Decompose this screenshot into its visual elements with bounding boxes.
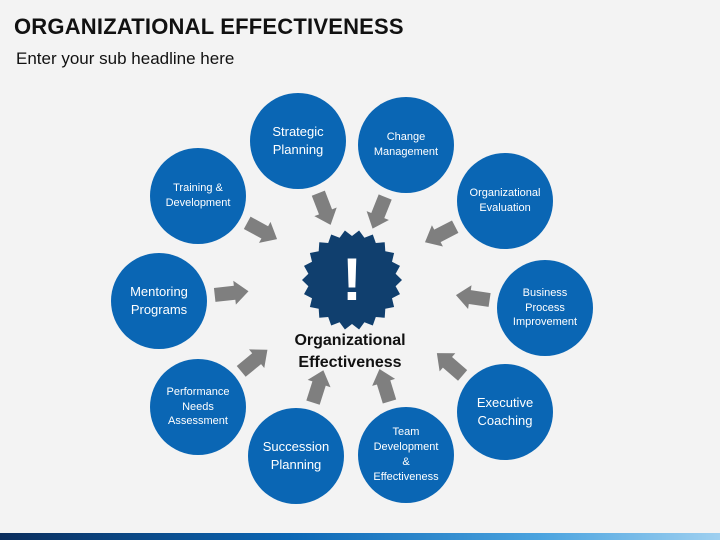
node-mentoring-programs-line-1: Programs <box>130 302 188 317</box>
node-performance-needs-assessment-line-2: Assessment <box>168 415 228 428</box>
node-succession-planning-line-1: Planning <box>270 457 322 472</box>
center-starburst <box>302 230 402 330</box>
arrow-training-development <box>243 216 278 243</box>
arrow-mentoring-programs <box>213 280 249 305</box>
page-subtitle: Enter your sub headline here <box>16 49 235 68</box>
node-organizational-evaluation-line-0: Organizational <box>469 187 541 200</box>
node-business-process-improvement-line-0: Business <box>522 286 568 299</box>
arrow-team-development <box>372 369 397 404</box>
node-training-development-line-0: Training & <box>173 182 223 195</box>
node-training-development-line-1: Development <box>165 197 231 209</box>
node-executive-coaching-line-0: Executive <box>476 395 534 411</box>
arrow-change-management <box>366 194 392 229</box>
node-change-management-line-1: Management <box>373 146 439 158</box>
node-business-process-improvement-line-1: Process <box>525 301 565 314</box>
arrow-organizational-evaluation <box>424 220 459 247</box>
arrows-group <box>213 190 491 405</box>
node-mentoring-programs-line-0: Mentoring <box>130 284 188 300</box>
node-performance-needs-assessment-line-0: Performance <box>166 385 230 398</box>
node-team-development-line-0: Team <box>392 426 420 439</box>
center-exclamation-icon: ! <box>342 246 362 313</box>
node-succession-planning-line-0: Succession <box>262 439 330 455</box>
arrow-strategic-planning <box>311 190 337 225</box>
node-executive-coaching-line-1: Coaching <box>477 413 533 428</box>
arrow-executive-coaching <box>436 353 468 381</box>
arrow-business-process-improvement <box>455 285 491 309</box>
node-strategic-planning-line-0: Strategic <box>272 124 324 140</box>
node-strategic-planning-line-1: Planning <box>272 142 324 157</box>
node-performance-needs-assessment-line-1: Needs <box>182 400 214 413</box>
node-change-management-line-0: Change <box>386 131 426 144</box>
center-label-line2: Effectiveness <box>298 353 402 371</box>
node-training-development: Training & Development <box>150 148 246 244</box>
arrow-succession-planning <box>306 370 331 405</box>
arrow-performance-needs-assessment <box>236 349 268 377</box>
page-title: ORGANIZATIONAL EFFECTIVENESS <box>14 14 404 39</box>
center-label-line1: Organizational <box>294 332 406 349</box>
node-business-process-improvement-line-2: Improvement <box>512 316 578 329</box>
node-team-development-line-2: & <box>402 456 410 468</box>
node-team-development-line-1: Development <box>373 441 439 454</box>
node-team-development-line-3: Effectiveness <box>373 470 439 483</box>
node-organizational-evaluation-line-1: Evaluation <box>479 202 531 214</box>
footer-bar <box>0 533 720 540</box>
center-label: Organizational Effectiveness <box>270 330 430 373</box>
